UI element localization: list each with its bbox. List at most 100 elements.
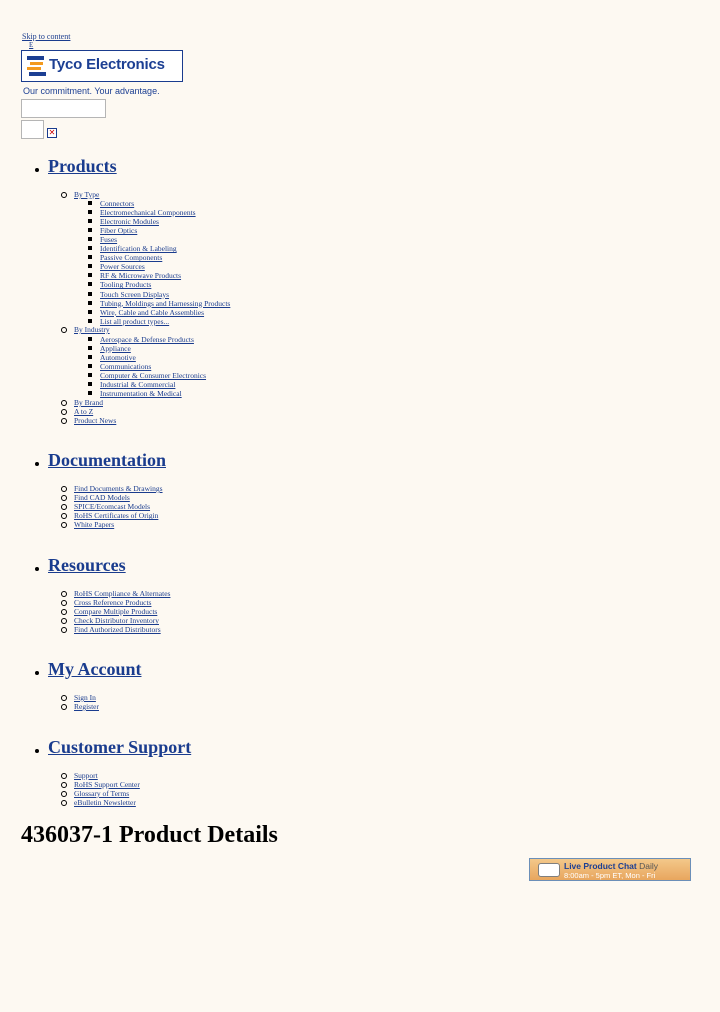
tyco-logo[interactable]: Tyco Electronics: [21, 50, 183, 82]
nav-sub-link[interactable]: Communications: [100, 362, 152, 372]
list-bullet: [88, 219, 92, 224]
nav-sub-link[interactable]: A to Z: [74, 407, 94, 417]
nav-my-account[interactable]: My Account: [48, 659, 142, 679]
nav-sub-link[interactable]: Touch Screen Displays: [100, 289, 170, 299]
nav-sub-link[interactable]: Glossary of Terms: [74, 789, 130, 799]
nav-sub-link[interactable]: RoHS Support Center: [74, 780, 140, 790]
search-submit-box[interactable]: [21, 120, 44, 139]
list-bullet: [61, 782, 67, 789]
nav-sub-link[interactable]: List all product types...: [100, 316, 170, 326]
list-bullet: [61, 609, 67, 616]
nav-sub-link[interactable]: Fiber Optics: [100, 226, 138, 236]
list-bullet: [61, 704, 67, 711]
nav-sub-link[interactable]: Sign In: [74, 693, 96, 702]
list-bullet: [88, 201, 92, 205]
nav-products[interactable]: Products: [48, 156, 117, 176]
list-bullet: [88, 273, 92, 278]
search-input[interactable]: [21, 99, 106, 118]
nav-sub-link[interactable]: Instrumentation & Medical: [100, 389, 182, 399]
nav-bullet: [35, 749, 39, 753]
nav-sub-link[interactable]: Fuses: [100, 235, 118, 245]
list-bullet: [88, 364, 92, 369]
nav-sub-link[interactable]: Electronic Modules: [100, 217, 159, 227]
nav-sub-link[interactable]: Tooling Products: [100, 280, 152, 290]
header-small-link[interactable]: E: [29, 41, 34, 49]
list-bullet: [88, 246, 92, 251]
list-bullet: [88, 318, 92, 323]
nav-sub-link[interactable]: RF & Microwave Products: [100, 271, 182, 281]
list-bullet: [61, 409, 67, 416]
list-bullet: [61, 800, 67, 807]
live-chat-button[interactable]: Live Product Chat Daily 8:00am - 5pm ET,…: [529, 858, 691, 881]
list-bullet: [88, 300, 92, 305]
chat-title: Live Product Chat Daily: [564, 861, 659, 871]
nav-bullet: [35, 462, 39, 466]
list-bullet: [61, 522, 67, 529]
close-icon[interactable]: ✕: [47, 128, 57, 138]
nav-sub-link[interactable]: Automotive: [100, 353, 136, 363]
nav-sub-link[interactable]: RoHS Compliance & Alternates: [74, 589, 171, 598]
nav-sub-link[interactable]: Appliance: [100, 344, 131, 354]
nav-sub-link[interactable]: Find CAD Models: [74, 493, 130, 503]
list-bullet: [61, 513, 67, 520]
nav-sub-link[interactable]: Passive Components: [100, 253, 163, 263]
list-bullet: [61, 791, 67, 798]
nav-sub-link[interactable]: Wire, Cable and Cable Assemblies: [100, 307, 205, 317]
nav-sub-link[interactable]: eBulletin Newsletter: [74, 798, 136, 808]
skip-to-content-link[interactable]: Skip to content: [22, 32, 71, 41]
list-bullet: [88, 237, 92, 242]
list-bullet: [61, 600, 67, 607]
list-bullet: [88, 291, 92, 296]
list-bullet: [61, 591, 67, 597]
nav-sub-link[interactable]: Electromechanical Components: [100, 208, 196, 218]
nav-sub-link[interactable]: Identification & Labeling: [100, 244, 177, 254]
nav-sub-link[interactable]: Power Sources: [100, 262, 145, 272]
chat-bubble-icon: [538, 863, 560, 877]
chat-hours: 8:00am - 5pm ET, Mon - Fri: [564, 871, 656, 880]
nav-sub-link[interactable]: Product News: [74, 416, 117, 426]
list-bullet: [61, 627, 67, 634]
nav-bullet: [35, 567, 39, 571]
list-bullet: [88, 391, 92, 396]
list-bullet: [88, 373, 92, 378]
nav-sub-link[interactable]: By Brand: [74, 398, 103, 407]
list-bullet: [61, 495, 67, 502]
list-bullet: [88, 228, 92, 233]
nav-sub-link[interactable]: Find Authorized Distributors: [74, 625, 161, 635]
list-bullet: [88, 346, 92, 351]
list-bullet: [88, 355, 92, 360]
list-bullet: [61, 327, 67, 333]
nav-documentation[interactable]: Documentation: [48, 450, 166, 470]
nav-sub-link[interactable]: Register: [74, 702, 99, 712]
page-title: 436037-1 Product Details: [21, 822, 278, 848]
nav-sub-link[interactable]: SPICE/Ecomcast Models: [74, 502, 151, 512]
nav-sub-link[interactable]: Industrial & Commercial: [100, 380, 176, 390]
nav-sub-link[interactable]: Aerospace & Defense Products: [100, 335, 194, 344]
list-bullet: [88, 382, 92, 387]
nav-bullet: [35, 168, 39, 172]
nav-sub-link[interactable]: Find Documents & Drawings: [74, 484, 163, 493]
nav-sub-link[interactable]: RoHS Certificates of Origin: [74, 511, 159, 521]
nav-sub-link[interactable]: Check Distributor Inventory: [74, 616, 159, 626]
tagline: Our commitment. Your advantage.: [23, 86, 160, 96]
nav-sub-link[interactable]: White Papers: [74, 520, 115, 530]
nav-by-industry[interactable]: By Industry: [74, 325, 110, 334]
nav-by-type[interactable]: By Type: [74, 190, 100, 199]
nav-sub-link[interactable]: Connectors: [100, 199, 135, 208]
nav-resources[interactable]: Resources: [48, 555, 126, 575]
nav-customer-support[interactable]: Customer Support: [48, 737, 192, 757]
nav-sub-link[interactable]: Compare Multiple Products: [74, 607, 158, 617]
nav-sub-link[interactable]: Cross Reference Products: [74, 598, 152, 608]
nav-sub-link[interactable]: Tubing, Moldings and Harnessing Products: [100, 298, 231, 308]
list-bullet: [61, 695, 67, 701]
tyco-logo-icon: [27, 56, 46, 76]
list-bullet: [61, 418, 67, 425]
list-bullet: [88, 210, 92, 215]
list-bullet: [61, 192, 67, 198]
list-bullet: [88, 255, 92, 260]
logo-text: Tyco Electronics: [49, 56, 165, 73]
list-bullet: [61, 773, 67, 779]
nav-sub-link[interactable]: Support: [74, 771, 98, 780]
nav-sub-link[interactable]: Computer & Consumer Electronics: [100, 371, 207, 381]
nav-bullet: [35, 671, 39, 675]
